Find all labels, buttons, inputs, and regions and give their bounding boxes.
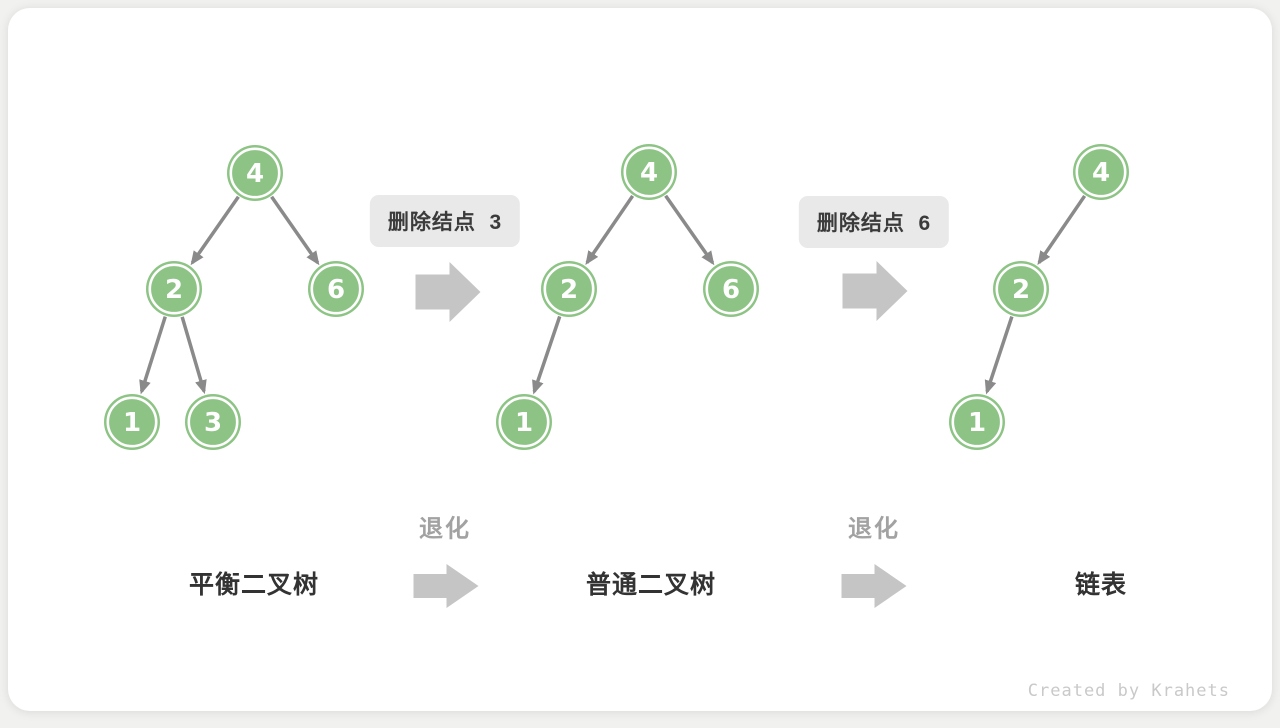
tree-edge [180,316,207,395]
tree-node-4: 4 [227,145,283,201]
node-value: 6 [327,275,345,305]
degrade-label: 退化 [419,515,471,543]
node-inner-ring [148,263,200,315]
node-circle [146,261,202,317]
node-value: 4 [640,158,658,188]
node-value: 1 [515,408,533,438]
node-inner-ring [187,396,239,448]
tree-edge [139,316,167,395]
diagram-card: 4 2 6 1 3 4 2 6 1 4 2 1 删除结点 3 删除结点 6 退化 退化 平衡二叉树 普… [8,8,1272,711]
node-value: 4 [1092,158,1110,188]
tree-node-6: 6 [703,261,759,317]
node-inner-ring [229,147,281,199]
node-value: 2 [165,275,183,305]
tree-node-2: 2 [146,261,202,317]
caption-balanced-binary-tree: 平衡二叉树 [188,571,320,599]
tree-edge [532,315,562,395]
tree-node-1: 1 [949,394,1005,450]
tree-node-2: 2 [541,261,597,317]
node-value: 6 [722,275,740,305]
node-value: 4 [246,159,264,189]
node-inner-ring [106,396,158,448]
tree-edge [270,195,320,266]
node-value: 1 [123,408,141,438]
node-inner-ring [623,146,675,198]
tree-node-6: 6 [308,261,364,317]
tree-balanced-binary-tree: 4 2 6 1 3 [104,145,364,450]
watermark-credit: Created by Krahets [1027,681,1230,701]
block-arrow-right-icon [413,564,479,608]
node-inner-ring [498,396,550,448]
degrade-label: 退化 [848,515,900,543]
node-circle [621,144,677,200]
tree-edge [190,195,240,266]
tree-node-4: 4 [1073,144,1129,200]
transition-label-delete-node-6: 删除结点 6 [798,196,950,248]
node-inner-ring [705,263,757,315]
node-circle [1073,144,1129,200]
block-arrow-right-icon [842,261,908,321]
transition-label-delete-node-3: 删除结点 3 [369,195,521,247]
node-inner-ring [310,263,362,315]
tree-edge [1037,194,1087,266]
node-inner-ring [951,396,1003,448]
node-circle [185,394,241,450]
tree-node-1: 1 [496,394,552,450]
node-inner-ring [543,263,595,315]
tree-node-3: 3 [185,394,241,450]
tree-edge [664,194,715,266]
tree-node-4: 4 [621,144,677,200]
node-circle [949,394,1005,450]
node-circle [993,261,1049,317]
node-circle [496,394,552,450]
node-circle [104,394,160,450]
tree-edge [984,315,1014,395]
tree-ordinary-binary-tree: 4 2 6 1 [496,144,759,450]
node-value: 2 [1012,275,1030,305]
tree-linked-list: 4 2 1 [949,144,1129,450]
node-circle [703,261,759,317]
node-circle [227,145,283,201]
block-arrow-right-icon [415,262,481,322]
caption-ordinary-binary-tree: 普通二叉树 [585,571,717,599]
node-value: 1 [968,408,986,438]
tree-node-1: 1 [104,394,160,450]
block-arrow-right-icon [841,564,907,608]
node-inner-ring [995,263,1047,315]
node-inner-ring [1075,146,1127,198]
node-circle [308,261,364,317]
tree-node-2: 2 [993,261,1049,317]
node-value: 3 [204,408,222,438]
node-value: 2 [560,275,578,305]
trees-canvas: 4 2 6 1 3 4 2 6 1 4 2 1 [104,144,1129,450]
node-circle [541,261,597,317]
caption-linked-list: 链表 [1074,571,1128,599]
tree-edge [585,194,635,266]
